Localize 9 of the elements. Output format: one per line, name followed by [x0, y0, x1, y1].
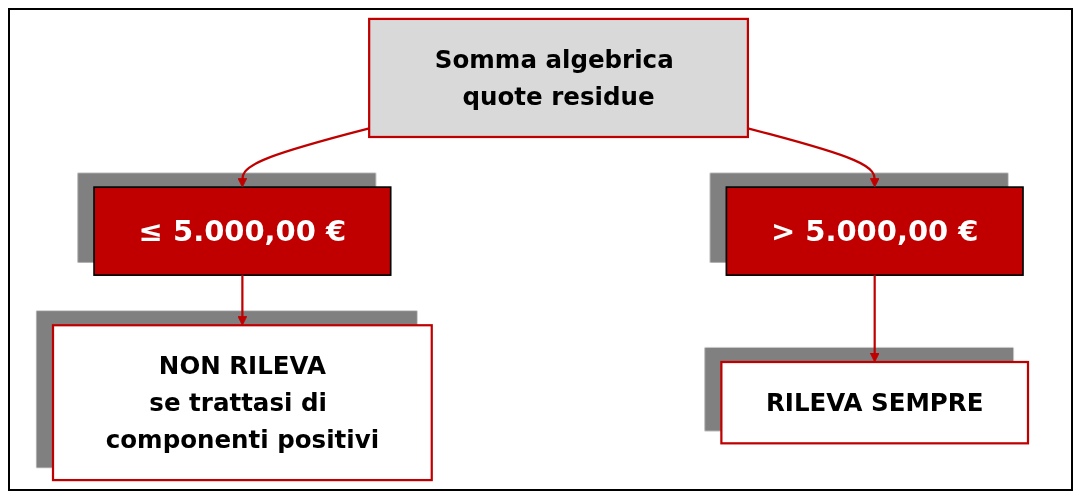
node-box: RILEVA SEMPRE	[720, 360, 1030, 445]
node-box: Somma algebrica quote residue	[368, 17, 749, 139]
node-box: > 5.000,00 €	[725, 186, 1024, 276]
arrow	[237, 127, 370, 188]
arrow	[237, 275, 248, 326]
arrow	[869, 275, 880, 363]
node-box: NON RILEVA se trattasi di componenti positivi	[51, 324, 433, 482]
arrow	[747, 127, 880, 188]
node-box: ≤ 5.000,00 €	[93, 186, 392, 276]
